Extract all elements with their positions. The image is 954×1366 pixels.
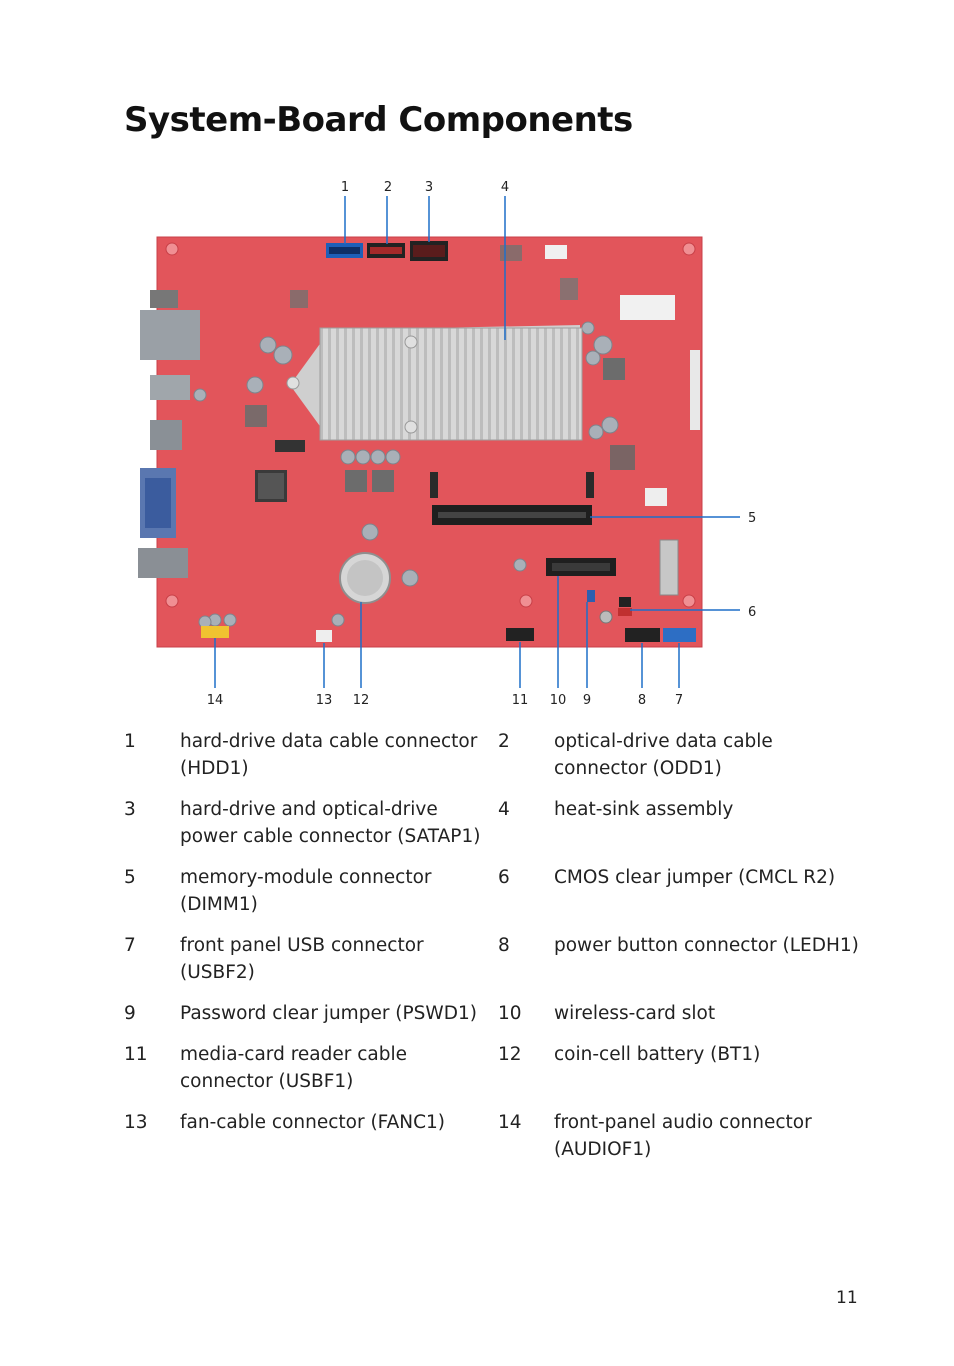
legend-description: hard-drive data cable connector (HDD1) bbox=[180, 728, 498, 796]
legend-number: 1 bbox=[124, 728, 180, 796]
legend-description: Password clear jumper (PSWD1) bbox=[180, 1000, 498, 1041]
legend-description: front-panel audio connector (AUDIOF1) bbox=[554, 1109, 864, 1177]
legend-description: fan-cable connector (FANC1) bbox=[180, 1109, 498, 1177]
legend-number: 7 bbox=[124, 932, 180, 1000]
legend-number: 9 bbox=[124, 1000, 180, 1041]
legend-number: 10 bbox=[498, 1000, 554, 1041]
callout-7: 7 bbox=[675, 693, 683, 708]
page-number: 11 bbox=[836, 1288, 858, 1308]
callout-11: 11 bbox=[512, 693, 529, 708]
legend-number: 8 bbox=[498, 932, 554, 1000]
system-board-figure: 1 2 3 4 5 6 14 13 12 11 10 9 8 7 bbox=[0, 0, 954, 720]
legend-number: 3 bbox=[124, 796, 180, 864]
legend-number: 11 bbox=[124, 1041, 180, 1109]
legend-description: memory-module connector (DIMM1) bbox=[180, 864, 498, 932]
callout-1: 1 bbox=[341, 180, 349, 195]
legend-number: 12 bbox=[498, 1041, 554, 1109]
legend-description: hard-drive and optical-drive power cable… bbox=[180, 796, 498, 864]
legend-row: 7 front panel USB connector (USBF2) 8 po… bbox=[124, 932, 864, 1000]
callout-3: 3 bbox=[425, 180, 433, 195]
legend-number: 14 bbox=[498, 1109, 554, 1177]
legend-description: CMOS clear jumper (CMCL R2) bbox=[554, 864, 864, 932]
legend-number: 2 bbox=[498, 728, 554, 796]
legend-description: media-card reader cable connector (USBF1… bbox=[180, 1041, 498, 1109]
callout-2: 2 bbox=[384, 180, 392, 195]
component-legend-table: 1 hard-drive data cable connector (HDD1)… bbox=[124, 728, 864, 1177]
legend-row: 9 Password clear jumper (PSWD1) 10 wirel… bbox=[124, 1000, 864, 1041]
callout-12: 12 bbox=[353, 693, 370, 708]
legend-description: wireless-card slot bbox=[554, 1000, 864, 1041]
legend-description: power button connector (LEDH1) bbox=[554, 932, 864, 1000]
legend-row: 5 memory-module connector (DIMM1) 6 CMOS… bbox=[124, 864, 864, 932]
legend-number: 4 bbox=[498, 796, 554, 864]
motherboard-image bbox=[138, 237, 702, 647]
callout-14: 14 bbox=[207, 693, 224, 708]
legend-description: front panel USB connector (USBF2) bbox=[180, 932, 498, 1000]
legend-number: 13 bbox=[124, 1109, 180, 1177]
callout-9: 9 bbox=[583, 693, 591, 708]
legend-row: 1 hard-drive data cable connector (HDD1)… bbox=[124, 728, 864, 796]
callout-5: 5 bbox=[748, 511, 756, 526]
callout-6: 6 bbox=[748, 605, 756, 620]
legend-number: 5 bbox=[124, 864, 180, 932]
legend-row: 13 fan-cable connector (FANC1) 14 front-… bbox=[124, 1109, 864, 1177]
legend-row: 3 hard-drive and optical-drive power cab… bbox=[124, 796, 864, 864]
callout-10: 10 bbox=[550, 693, 567, 708]
legend-row: 11 media-card reader cable connector (US… bbox=[124, 1041, 864, 1109]
callout-4: 4 bbox=[501, 180, 509, 195]
callout-13: 13 bbox=[316, 693, 333, 708]
legend-number: 6 bbox=[498, 864, 554, 932]
callout-8: 8 bbox=[638, 693, 646, 708]
legend-description: heat-sink assembly bbox=[554, 796, 864, 864]
legend-description: optical-drive data cable connector (ODD1… bbox=[554, 728, 864, 796]
legend-description: coin-cell battery (BT1) bbox=[554, 1041, 864, 1109]
